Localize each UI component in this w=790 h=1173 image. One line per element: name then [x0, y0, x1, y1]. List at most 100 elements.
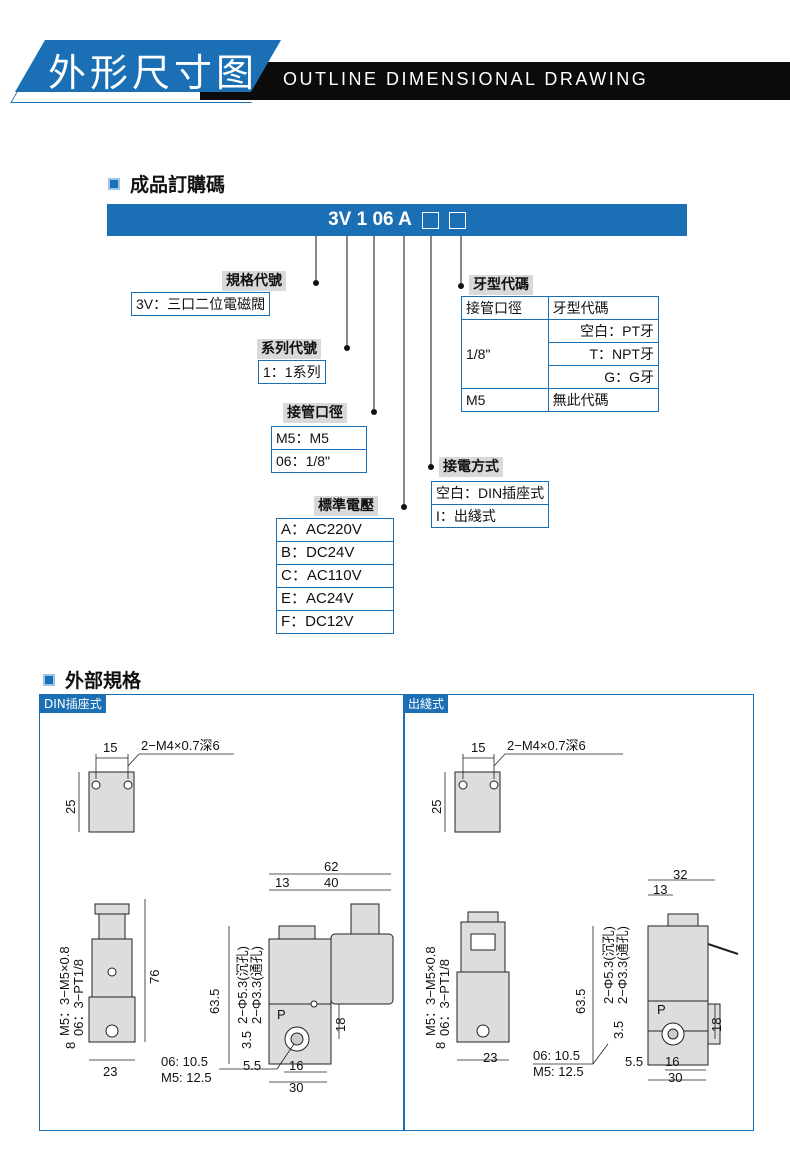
- thread-code-label: 牙型代碼: [469, 275, 533, 295]
- code-prefix: 3V 1 06 A: [328, 209, 412, 230]
- front-port-inner-icon: [290, 1032, 304, 1046]
- coil-screw-icon: [107, 967, 117, 977]
- mount-hole-icon: [91, 780, 101, 790]
- voltage-row: A：AC220V: [276, 518, 394, 542]
- leader-dot: [458, 283, 464, 289]
- dim-23: 23: [103, 1064, 117, 1079]
- ordering-leader-lines: [315, 236, 462, 506]
- dim-18: 18: [709, 1018, 724, 1032]
- wire-drawing: 15 2−M4×0.7深6 25 M5：3−M5×0.8 06：3−PT1/8 …: [423, 738, 739, 1085]
- dim-3-5: 3.5: [611, 1021, 626, 1039]
- dim-12-5: M5: 12.5: [533, 1064, 584, 1079]
- thread-size-cell: 1/8": [461, 319, 549, 389]
- dim-30: 30: [668, 1070, 682, 1085]
- front-view-plug: [350, 903, 380, 935]
- leader-dot: [344, 345, 350, 351]
- dim-mount-thread: 2−M4×0.7深6: [141, 738, 220, 753]
- side-view-stem: [98, 913, 126, 940]
- dim-40: 40: [324, 875, 338, 890]
- dim-32: 32: [673, 867, 687, 882]
- dim-16: 16: [289, 1058, 303, 1073]
- port-size-label: 接管口徑: [283, 403, 347, 423]
- front-view-coil: [268, 938, 332, 1015]
- dim-18: 18: [333, 1018, 348, 1032]
- dim-23: 23: [483, 1050, 497, 1065]
- series-code-row: 1：1系列: [258, 360, 326, 384]
- thread-code-table: 接管口徑 牙型代碼 1/8" 空白：PT牙 T：NPT牙 G：G牙 M5 無此代…: [461, 296, 660, 412]
- wire-panel: [403, 694, 754, 1131]
- leader-dot: [313, 280, 319, 286]
- voltage-row: E：AC24V: [276, 587, 394, 611]
- page-subtitle: OUTLINE DIMENSIONAL DRAWING: [283, 69, 649, 89]
- wire-panel-tag: 出綫式: [404, 695, 449, 713]
- front-port-inner-icon: [667, 1028, 679, 1040]
- front-screw-icon: [310, 1000, 318, 1008]
- header-bar: [200, 62, 790, 100]
- dim-15: 15: [103, 740, 117, 755]
- mount-hole-icon: [123, 780, 133, 790]
- side-view-window: [470, 933, 496, 951]
- spec-code-row: 3V：三口二位電磁閥: [130, 292, 271, 316]
- voltage-table: A：AC220V B：DC24V C：AC110V E：AC24V F：DC12…: [276, 518, 394, 634]
- din-panel-tag: DIN插座式: [40, 695, 106, 713]
- connection-label: 接電方式: [439, 457, 503, 477]
- ordering-section-title: 成品訂購碼: [108, 170, 225, 197]
- port-size-table: M5：M5 06：1/8": [271, 426, 367, 473]
- port-label-p: P: [657, 1002, 666, 1017]
- dim-8: 8: [433, 1042, 448, 1049]
- leader-dot: [401, 504, 407, 510]
- voltage-label: 標準電壓: [314, 496, 378, 516]
- voltage-row: B：DC24V: [276, 541, 394, 565]
- voltage-row: F：DC12V: [276, 610, 394, 634]
- thread-header-code: 牙型代碼: [547, 296, 660, 320]
- dim-hole-through: 2−Φ3.3(通孔): [249, 946, 264, 1024]
- specs-section-title: 外部規格: [43, 666, 141, 693]
- thread-header-size: 接管口徑: [461, 296, 549, 320]
- port-label-p: P: [277, 1007, 286, 1022]
- port-size-row: M5：M5: [271, 426, 367, 450]
- series-code-label: 系列代號: [257, 339, 321, 359]
- port-icon: [476, 1024, 490, 1038]
- port-size-row: 06：1/8": [271, 449, 367, 473]
- dim-63-5: 63.5: [207, 989, 222, 1014]
- dim-25: 25: [429, 800, 444, 814]
- dim-port-pt: 06：3−PT1/8: [71, 959, 86, 1036]
- dim-hole-counterbore: 2−Φ5.3(沉孔): [235, 946, 250, 1024]
- dim-13: 13: [275, 875, 289, 890]
- series-code-table: 1：1系列: [258, 360, 326, 384]
- connection-row: 空白：DIN插座式: [430, 481, 550, 505]
- dim-8: 8: [63, 1042, 78, 1049]
- spec-code-table: 3V：三口二位電磁閥: [130, 292, 271, 316]
- port-icon: [105, 1024, 119, 1038]
- dim-port-pt: 06：3−PT1/8: [437, 959, 452, 1036]
- dim-76: 76: [147, 970, 162, 984]
- lead-wire: [707, 943, 739, 955]
- din-drawing: 15 2−M4×0.7深6 25 M5：3−M5×0.8 06：3−PT1/8 …: [57, 738, 394, 1095]
- front-view-cap: [278, 925, 316, 940]
- connection-row: I：出綫式: [430, 504, 550, 528]
- side-view-cap: [467, 911, 499, 923]
- leader-dot: [371, 409, 377, 415]
- dim-port-m5: M5：3−M5×0.8: [423, 946, 438, 1036]
- dim-15: 15: [471, 740, 485, 755]
- dim-10-5: 06: 10.5: [161, 1054, 208, 1069]
- spec-code-label: 規格代號: [222, 271, 286, 291]
- dim-62: 62: [324, 859, 338, 874]
- thread-code-cell: 無此代碼: [547, 388, 660, 412]
- din-panel: [39, 694, 405, 1131]
- thread-code-cell: 空白：PT牙: [547, 319, 660, 343]
- dim-63-5: 63.5: [573, 989, 588, 1014]
- dim-13: 13: [653, 882, 667, 897]
- dim-30: 30: [289, 1080, 303, 1095]
- voltage-row: C：AC110V: [276, 564, 394, 588]
- dim-25: 25: [63, 800, 78, 814]
- specs-title-text: 外部規格: [65, 670, 142, 692]
- dim-mount-thread: 2−M4×0.7深6: [507, 738, 586, 753]
- front-view-side: [707, 1003, 721, 1045]
- side-view-coil: [91, 938, 133, 998]
- side-view-cap: [94, 903, 130, 915]
- ordering-title-text: 成品訂購碼: [130, 174, 226, 196]
- mount-hole-icon: [458, 780, 468, 790]
- code-bar: 3V 1 06 A: [107, 204, 687, 236]
- dim-10-5: 06: 10.5: [533, 1048, 580, 1063]
